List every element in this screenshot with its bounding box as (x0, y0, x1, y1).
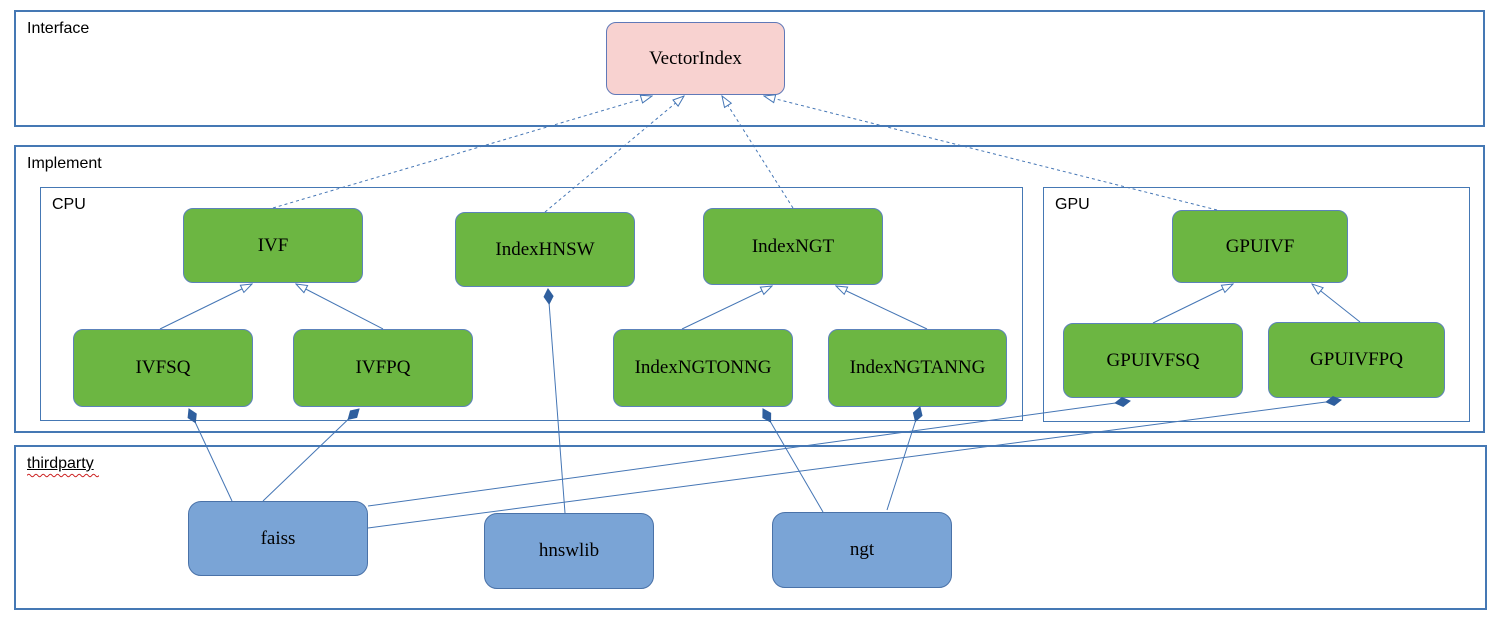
implement-label: Implement (27, 155, 102, 172)
node-ivfsq: IVFSQ (73, 329, 253, 407)
node-indexhnsw: IndexHNSW (455, 212, 635, 287)
node-gpuivfsq: GPUIVFSQ (1063, 323, 1243, 398)
node-gpuivf: GPUIVF (1172, 210, 1348, 283)
node-indexngt: IndexNGT (703, 208, 883, 285)
node-indexngtonng: IndexNGTONNG (613, 329, 793, 407)
thirdparty-label: thirdparty (27, 455, 94, 472)
cpu-label: CPU (52, 196, 86, 213)
node-ivf: IVF (183, 208, 363, 283)
spellcheck-squiggle-icon (27, 473, 99, 477)
node-hnswlib: hnswlib (484, 513, 654, 589)
node-vectorindex: VectorIndex (606, 22, 785, 95)
node-faiss: faiss (188, 501, 368, 576)
interface-label: Interface (27, 20, 90, 37)
node-indexngtanng: IndexNGTANNG (828, 329, 1007, 407)
thirdparty-label-wrap: thirdparty (27, 455, 99, 478)
node-gpuivfpq: GPUIVFPQ (1268, 322, 1445, 398)
gpu-label: GPU (1055, 196, 1090, 213)
node-ngt: ngt (772, 512, 952, 588)
node-ivfpq: IVFPQ (293, 329, 473, 407)
